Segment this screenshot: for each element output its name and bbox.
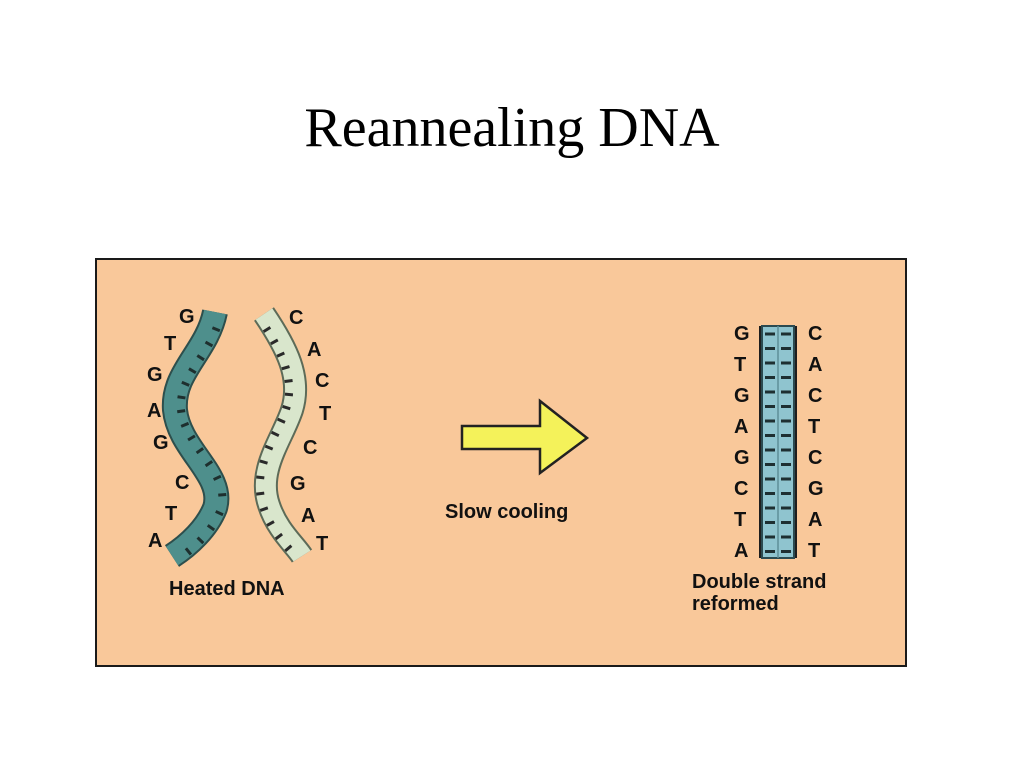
- base-label: T: [319, 403, 331, 425]
- base-pair-tick: [215, 510, 224, 517]
- heated-left-bases: G T G A G C T A: [147, 306, 195, 552]
- base-pair-tick: [277, 417, 286, 424]
- base-label: A: [734, 416, 748, 438]
- base-label: C: [808, 447, 822, 469]
- base-pair-tick: [188, 367, 197, 375]
- base-label: T: [165, 503, 177, 525]
- reformed-rungs: [765, 332, 791, 553]
- base-pair-tick: [196, 536, 205, 545]
- base-pair-tick: [184, 547, 193, 556]
- heated-dna-label: Heated DNA: [169, 578, 285, 600]
- base-pair-tick: [270, 338, 279, 346]
- base-pair-tick: [282, 404, 291, 411]
- base-label: C: [808, 323, 822, 345]
- base-pair-tick: [218, 493, 227, 497]
- base-pair-tick: [211, 326, 221, 333]
- double-strand-reformed-label: Double strand reformed: [692, 571, 827, 615]
- base-pair-tick: [177, 395, 186, 400]
- slide-title: Reannealing DNA: [304, 97, 720, 159]
- base-pair-tick: [256, 475, 265, 480]
- base-pair-tick: [284, 379, 293, 383]
- base-pair-tick: [181, 380, 190, 387]
- base-pair-tick: [204, 460, 214, 468]
- base-pair-tick: [262, 326, 272, 333]
- base-label: A: [301, 505, 315, 527]
- reformed-left-bases: G T G A G C T A: [734, 323, 750, 562]
- base-label: G: [734, 323, 750, 345]
- base-pair-tick: [212, 474, 222, 481]
- base-pair-tick: [259, 459, 268, 465]
- base-pair-tick: [187, 434, 196, 442]
- base-label: C: [303, 437, 317, 459]
- base-label: G: [734, 447, 750, 469]
- heated-strand-left-rungs: [177, 326, 227, 556]
- base-pair-tick: [284, 544, 293, 552]
- base-pair-tick: [196, 354, 205, 362]
- base-pair-tick: [281, 365, 290, 371]
- slow-cooling-arrow: [460, 398, 590, 476]
- base-pair-tick: [204, 340, 214, 348]
- base-pair-tick: [276, 351, 285, 358]
- base-label: C: [315, 370, 329, 392]
- base-label: T: [164, 333, 176, 355]
- base-label: T: [808, 416, 820, 438]
- base-label: T: [734, 509, 746, 531]
- diagram-panel: G T G A G C T A C A C T C G A T: [95, 258, 907, 667]
- base-label: G: [147, 364, 163, 386]
- base-pair-tick: [259, 506, 269, 512]
- base-pair-tick: [206, 524, 216, 532]
- base-label: A: [734, 540, 748, 562]
- base-label: A: [147, 400, 161, 422]
- base-pair-tick: [270, 430, 280, 438]
- slow-cooling-label: Slow cooling: [445, 501, 569, 523]
- heated-strand-right-rungs: [256, 326, 294, 552]
- base-label: G: [290, 473, 306, 495]
- heated-strand-left: [161, 308, 230, 567]
- base-label: G: [153, 432, 169, 454]
- base-label: A: [808, 509, 822, 531]
- reformed-double-strand: [759, 325, 797, 559]
- base-label: G: [734, 385, 750, 407]
- base-label: T: [808, 540, 820, 562]
- base-label: C: [734, 478, 748, 500]
- base-pair-tick: [177, 409, 186, 414]
- base-label: A: [307, 339, 321, 361]
- base-pair-tick: [284, 392, 294, 397]
- base-label: A: [148, 530, 162, 552]
- base-pair-tick: [266, 520, 275, 527]
- base-pair-tick: [180, 421, 190, 428]
- base-pair-tick: [256, 491, 265, 496]
- base-label: C: [175, 472, 189, 494]
- base-pair-tick: [274, 532, 284, 541]
- base-pair-tick: [195, 447, 205, 455]
- base-label: C: [289, 307, 303, 329]
- diagram-canvas: G T G A G C T A C A C T C G A T: [147, 306, 824, 567]
- base-label: G: [808, 478, 824, 500]
- heated-right-bases: C A C T C G A T: [289, 307, 331, 555]
- base-label: A: [808, 354, 822, 376]
- base-label: T: [316, 533, 328, 555]
- reformed-right-bases: C A C T C G A T: [808, 323, 824, 562]
- base-pair-tick: [264, 444, 274, 451]
- base-label: T: [734, 354, 746, 376]
- heated-strand-right: [253, 307, 313, 563]
- base-label: C: [808, 385, 822, 407]
- base-label: G: [179, 306, 195, 328]
